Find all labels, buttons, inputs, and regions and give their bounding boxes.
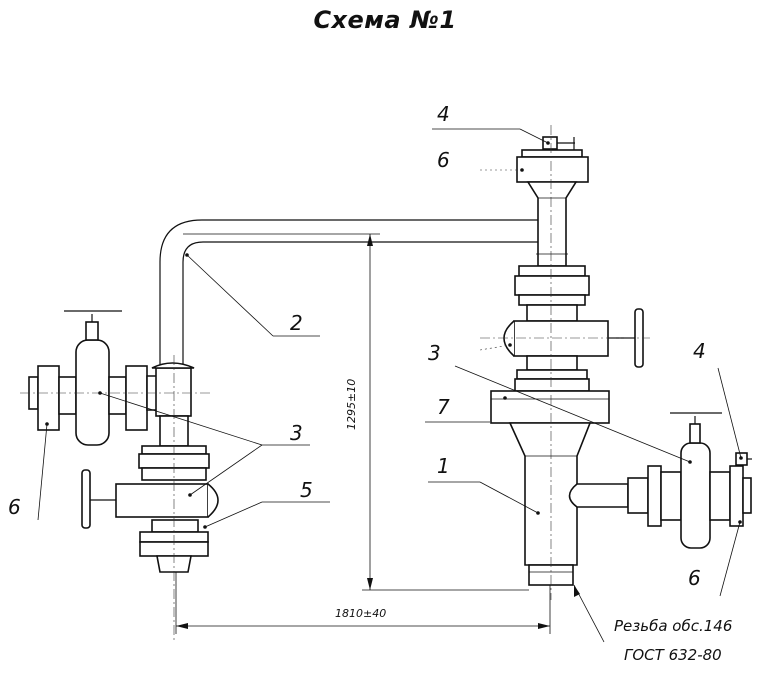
valve-right-body xyxy=(680,442,711,549)
label-left-3: 3 xyxy=(290,421,303,445)
label-top-4: 4 xyxy=(437,102,450,126)
thread-note-line2: ГОСТ 632-80 xyxy=(624,646,722,664)
left-flange-b xyxy=(125,365,148,431)
label-right-7: 7 xyxy=(437,395,450,419)
upper-flange-c xyxy=(518,294,586,306)
big-flange-7 xyxy=(490,390,610,424)
top-flange-small xyxy=(521,149,583,158)
valve-left-body xyxy=(75,339,110,446)
right-main-assembly xyxy=(480,125,752,600)
label-left-5: 5 xyxy=(300,478,313,502)
left-stand-upper xyxy=(155,367,192,417)
label-left-6: 6 xyxy=(8,495,21,519)
label-top-6: 6 xyxy=(437,148,450,172)
right-outlet-flange-b xyxy=(729,465,744,527)
drawing-title: Схема №1 xyxy=(313,6,457,34)
left-flange-a xyxy=(37,365,60,431)
top-valve-body xyxy=(542,136,558,150)
dimension-height: 1295±10 xyxy=(345,378,358,430)
thread-note-line1: Резьба обс.146 xyxy=(614,617,733,635)
label-pipe-2: 2 xyxy=(290,311,303,335)
valve-handwheel-left xyxy=(81,469,91,529)
top-flange xyxy=(516,156,589,183)
label-right-3: 3 xyxy=(428,341,441,365)
upper-flange-a xyxy=(518,265,586,277)
leader-dots xyxy=(45,141,743,529)
left-assembly xyxy=(20,310,219,640)
label-right-6: 6 xyxy=(688,566,701,590)
label-right-1: 1 xyxy=(437,454,450,478)
gate-valve-right xyxy=(513,320,609,357)
right-outlet-flange-a xyxy=(647,465,662,527)
label-right-4: 4 xyxy=(693,339,706,363)
dimension-lines xyxy=(175,233,551,634)
upper-flange-b xyxy=(514,275,590,296)
connecting-pipe xyxy=(159,219,544,368)
gate-valve-left xyxy=(115,483,209,518)
leader-lines xyxy=(37,128,742,643)
dimension-width: 1810±40 xyxy=(335,607,387,620)
